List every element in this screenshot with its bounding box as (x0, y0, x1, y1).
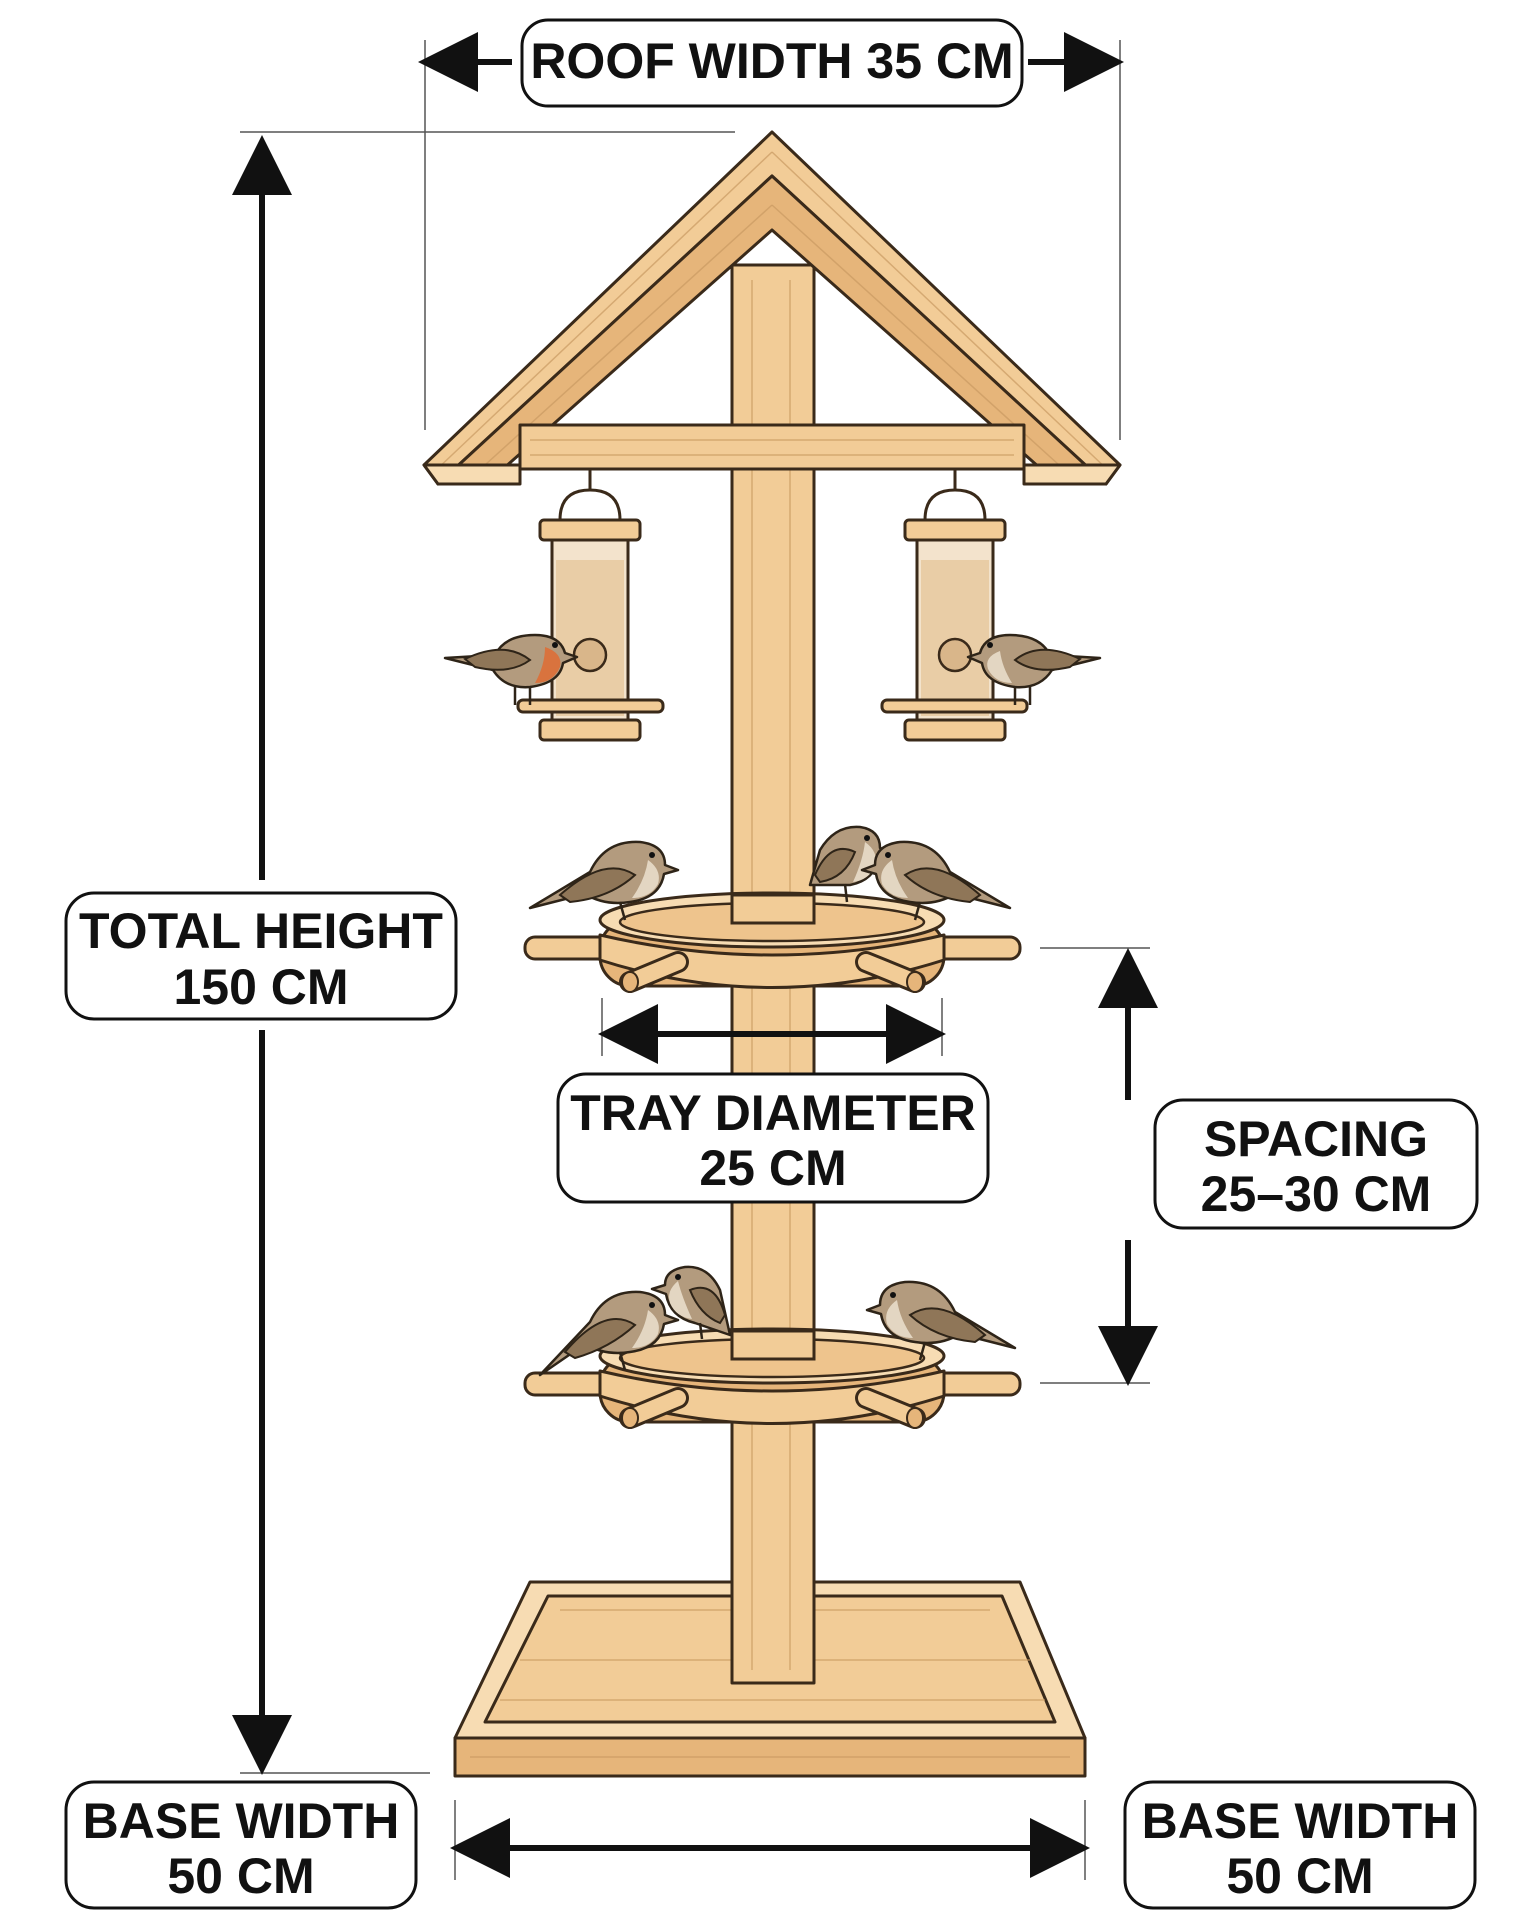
bird-lower-tray-right (865, 1280, 1017, 1361)
base-width-left-value: 50 CM (167, 1848, 314, 1904)
spacing-value: 25–30 CM (1201, 1166, 1432, 1222)
base-width-left-title: BASE WIDTH (83, 1793, 400, 1849)
label-base-width-right: BASE WIDTH 50 CM (1123, 1780, 1477, 1910)
hanging-feeder-left (516, 469, 665, 742)
birds (443, 633, 1102, 1377)
bird-lower-tray-middle (650, 1265, 732, 1340)
bird-lower-tray-left (538, 1290, 680, 1377)
base-width-right-value: 50 CM (1226, 1848, 1373, 1904)
label-total-height: TOTAL HEIGHT 150 CM (64, 891, 458, 1021)
spacing-title: SPACING (1204, 1111, 1428, 1167)
bird-robin-left (443, 633, 579, 705)
hanging-feeder-right (880, 469, 1029, 742)
upper-tray (523, 891, 1022, 993)
lower-tray (523, 1327, 1022, 1429)
dimension-lines (232, 32, 1158, 1880)
base-width-right-title: BASE WIDTH (1142, 1793, 1459, 1849)
bird-upper-tray-right (860, 840, 1012, 921)
roof-width-text: ROOF WIDTH 35 CM (530, 33, 1013, 89)
total-height-value: 150 CM (173, 959, 348, 1015)
roof (422, 130, 1122, 486)
label-roof-width: ROOF WIDTH 35 CM (520, 18, 1024, 108)
base-tray (453, 1580, 1087, 1778)
tray-diameter-title: TRAY DIAMETER (570, 1085, 976, 1141)
tray-diameter-value: 25 CM (699, 1140, 846, 1196)
label-tray-diameter: TRAY DIAMETER 25 CM (556, 1072, 990, 1204)
label-base-width-left: BASE WIDTH 50 CM (64, 1780, 418, 1910)
bird-upper-tray-left (528, 840, 680, 921)
label-spacing: SPACING 25–30 CM (1153, 1098, 1479, 1230)
bird-right-feeder (966, 633, 1102, 705)
total-height-title: TOTAL HEIGHT (79, 903, 443, 959)
